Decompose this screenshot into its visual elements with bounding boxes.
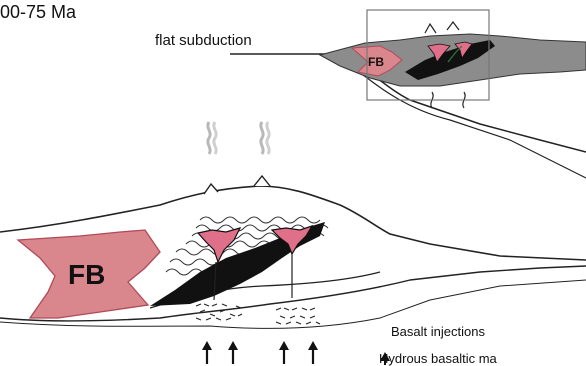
volcano <box>254 176 270 186</box>
hydrous-basaltic-label: Hydrous basaltic ma <box>379 351 497 366</box>
up-arrow-icon <box>202 341 212 364</box>
basalt-injections-label: Basalt injections <box>391 324 485 339</box>
inset-volcano <box>425 24 436 33</box>
up-arrow-icon <box>308 341 318 364</box>
fb-label: FB <box>68 259 105 290</box>
inset-overview: FB <box>230 10 586 178</box>
steam-plumes <box>208 122 269 154</box>
up-arrow-icon <box>228 341 238 364</box>
steam-plume-icon <box>208 122 216 154</box>
inset-fb-label: FB <box>368 55 384 69</box>
basalt-dash-icon <box>276 308 320 324</box>
steam-plume-icon <box>261 122 269 154</box>
up-arrow-group <box>202 341 318 364</box>
inset-volcano <box>447 22 459 30</box>
up-arrow-icon <box>279 341 289 364</box>
volcano <box>204 184 218 194</box>
age-label: 00-75 Ma <box>0 2 76 23</box>
flat-subduction-label: flat subduction <box>155 32 252 49</box>
main-cross-section <box>0 176 586 328</box>
